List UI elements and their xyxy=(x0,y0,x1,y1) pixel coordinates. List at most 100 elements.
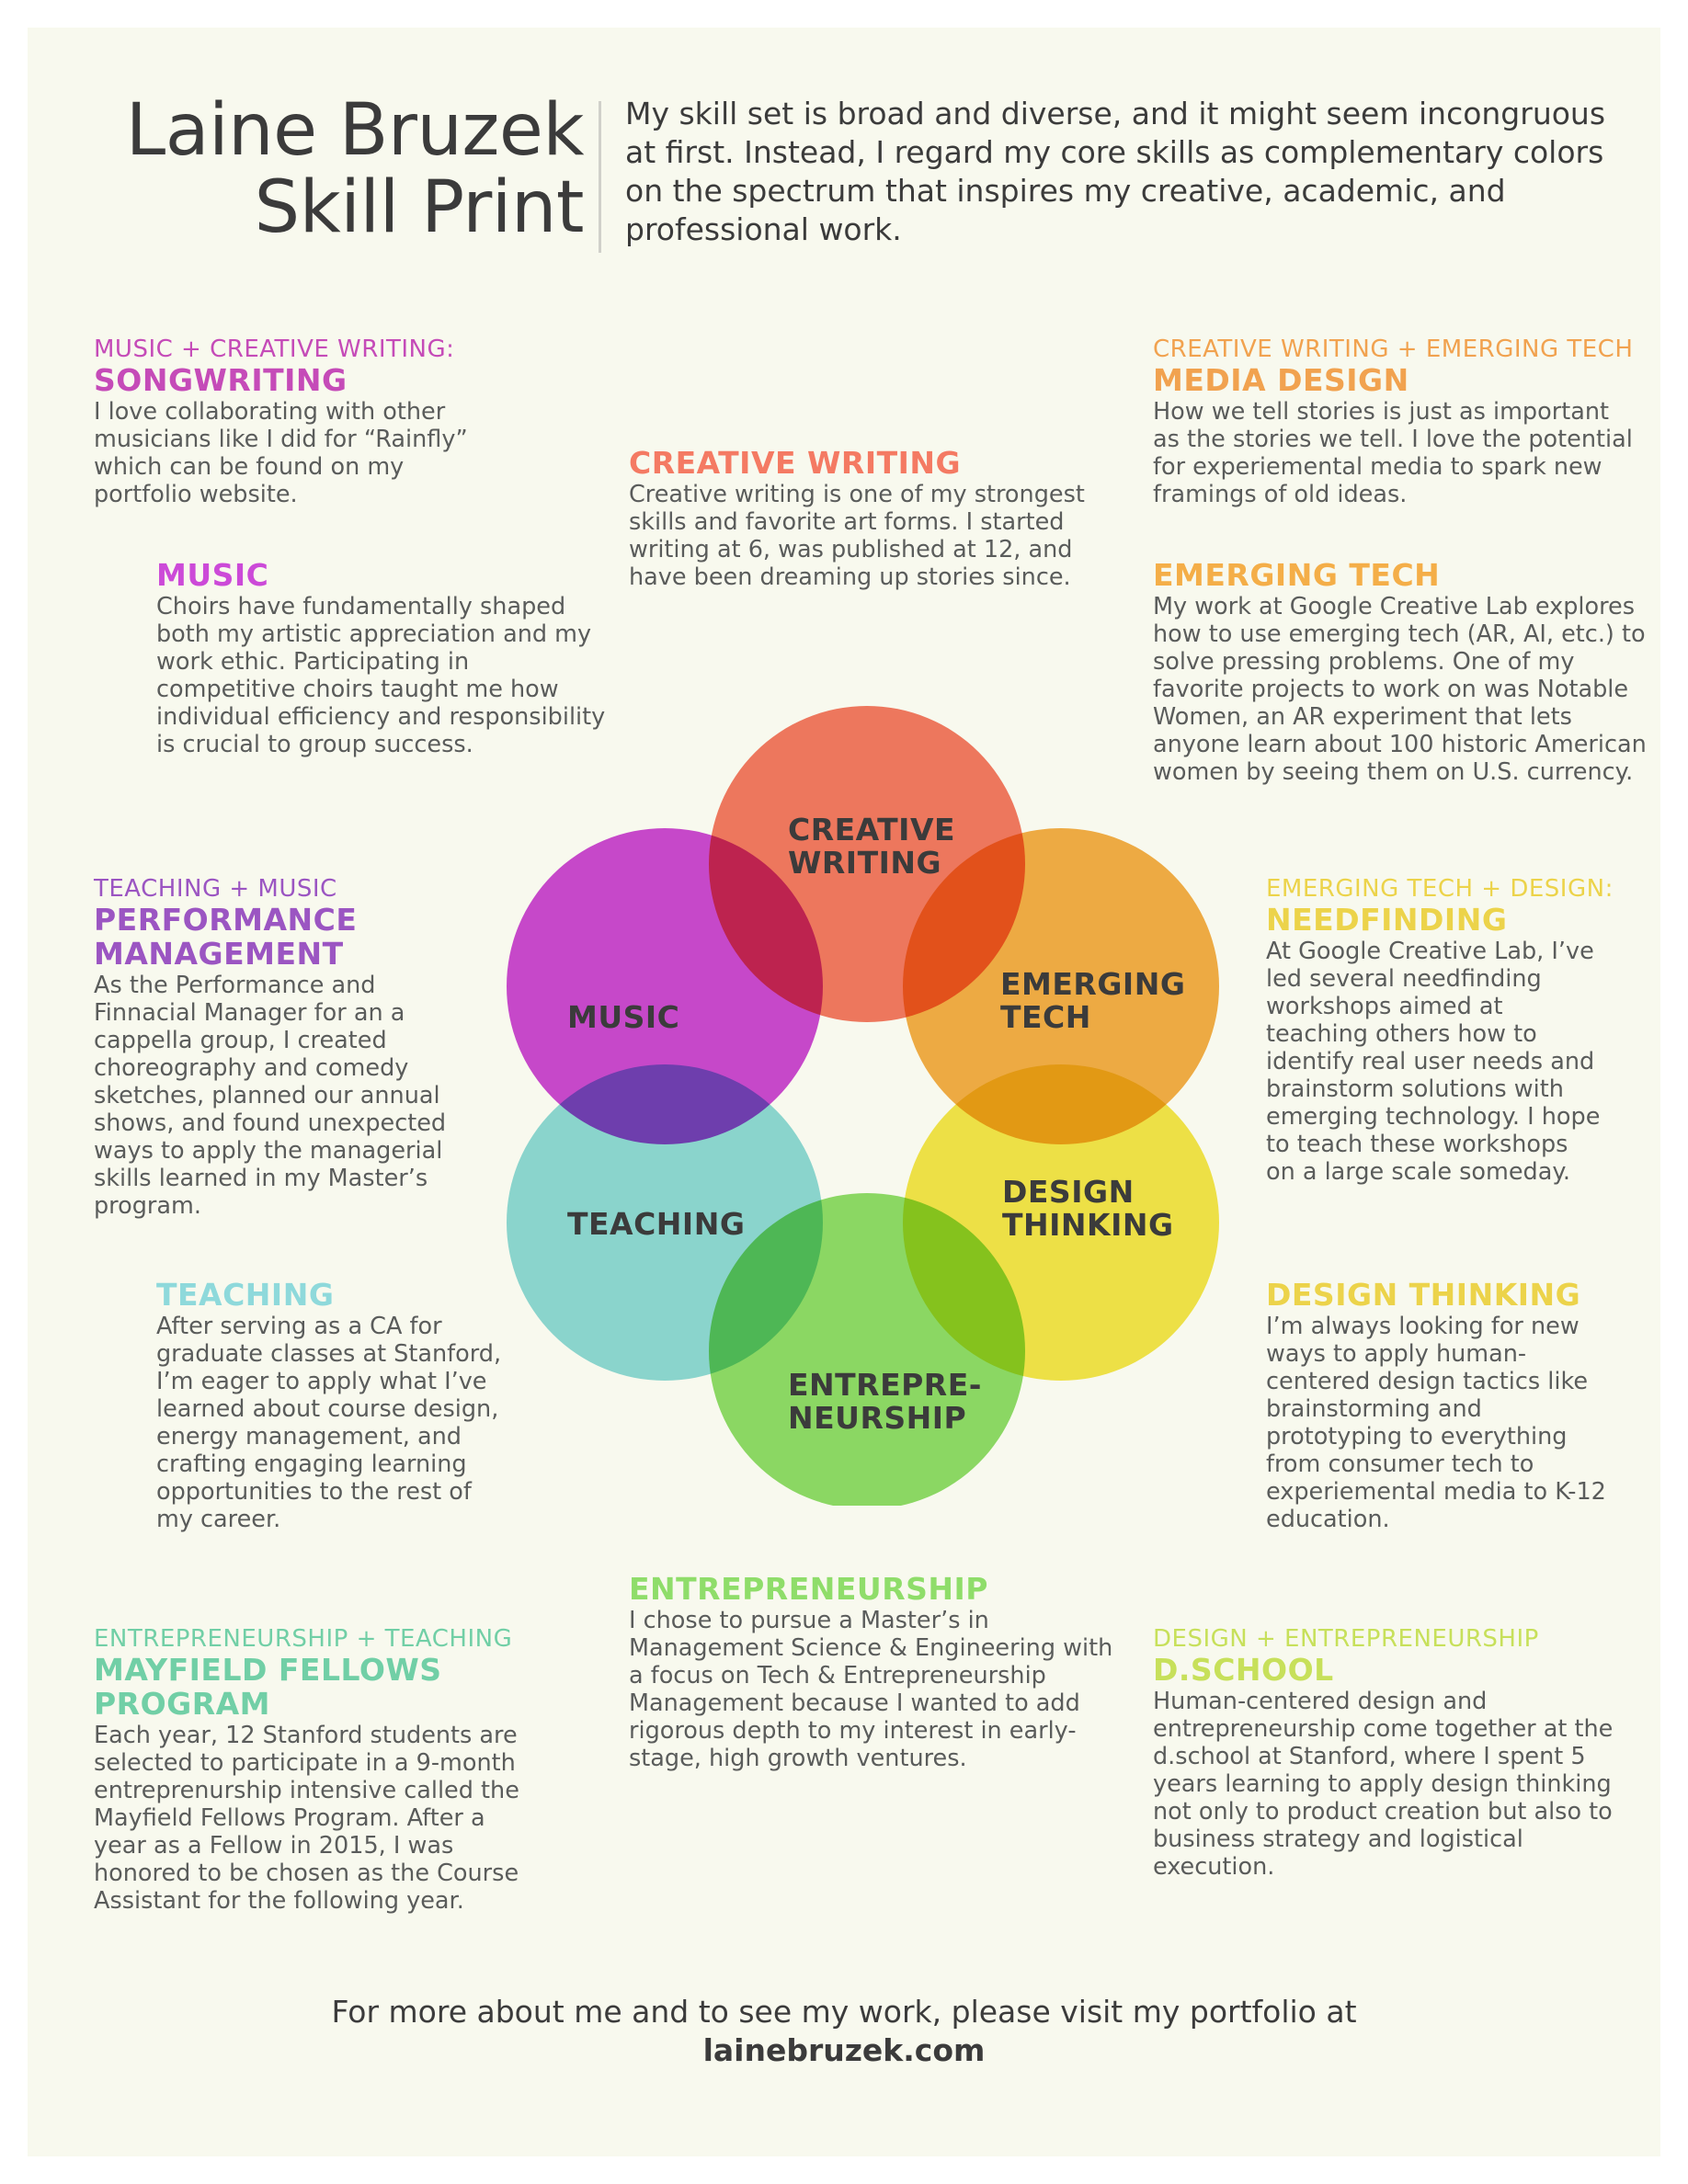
body-line: As the Performance and xyxy=(94,972,376,999)
body-line: My work at Google Creative Lab explores xyxy=(1153,593,1636,620)
section-body: I love collaborating with other musician… xyxy=(94,398,517,508)
design-thinking-section: DESIGN THINKING I’m always looking for n… xyxy=(1266,1278,1652,1533)
body-line: identify real user needs and xyxy=(1266,1048,1595,1075)
body-line: portfolio website. xyxy=(94,481,298,508)
section-title: D.SCHOOL xyxy=(1153,1652,1334,1688)
emerging-tech-label-2: TECH xyxy=(1000,999,1091,1035)
section-body: At Google Creative Lab, I’ve led several… xyxy=(1266,938,1652,1186)
title-line: PROGRAM xyxy=(94,1686,271,1722)
body-line: entreprenurship intensive called the xyxy=(94,1777,519,1804)
body-line: ways to apply the managerial xyxy=(94,1137,443,1165)
body-line: writing at 6, was published at 12, and xyxy=(629,536,1073,563)
section-kicker: TEACHING + MUSIC xyxy=(94,875,337,903)
body-line: to teach these workshops xyxy=(1266,1131,1568,1158)
emerging-tech-section: EMERGING TECH My work at Google Creative… xyxy=(1153,558,1649,786)
body-line: framings of old ideas. xyxy=(1153,481,1408,508)
needfinding-section: EMERGING TECH + DESIGN: NEEDFINDING At G… xyxy=(1266,875,1652,1186)
body-line: both my artistic appreciation and my xyxy=(156,620,592,648)
section-kicker: DESIGN + ENTREPRENEURSHIP xyxy=(1153,1625,1539,1653)
music-label: MUSIC xyxy=(567,999,679,1035)
body-line: execution. xyxy=(1153,1853,1275,1881)
section-title: SONGWRITING xyxy=(94,362,348,398)
section-title: ENTREPRENEURSHIP xyxy=(629,1571,988,1607)
songwriting-section: MUSIC + CREATIVE WRITING: SONGWRITING I … xyxy=(94,336,517,508)
section-body: Creative writing is one of my strongest … xyxy=(629,481,1107,591)
skill-print-page: Laine Bruzek Skill Print My skill set is… xyxy=(28,28,1660,2156)
footer-text: For more about me and to see my work, pl… xyxy=(331,1994,1357,2030)
body-line: graduate classes at Stanford, xyxy=(156,1340,502,1368)
portfolio-link[interactable]: lainebruzek.com xyxy=(702,2032,986,2068)
media-design-section: CREATIVE WRITING + EMERGING TECH MEDIA D… xyxy=(1153,336,1649,508)
teaching-section: TEACHING After serving as a CA for gradu… xyxy=(156,1278,542,1533)
body-line: as the stories we tell. I love the poten… xyxy=(1153,426,1633,453)
teaching-circle xyxy=(507,1064,823,1381)
body-line: shows, and found unexpected xyxy=(94,1109,447,1137)
section-body: My work at Google Creative Lab explores … xyxy=(1153,593,1649,786)
body-line: favorite projects to work on was Notable xyxy=(1153,676,1629,703)
body-line: teaching others how to xyxy=(1266,1020,1537,1048)
section-title: PERFORMANCE MANAGEMENT xyxy=(94,903,498,971)
body-line: education. xyxy=(1266,1506,1390,1533)
body-line: cappella group, I created xyxy=(94,1027,387,1054)
section-body: Each year, 12 Stanford students are sele… xyxy=(94,1722,535,1915)
body-line: led several needfinding xyxy=(1266,965,1542,993)
section-title: MAYFIELD FELLOWS PROGRAM xyxy=(94,1653,535,1721)
section-kicker: ENTREPRENEURSHIP + TEACHING xyxy=(94,1625,513,1653)
body-line: brainstorm solutions with xyxy=(1266,1075,1564,1103)
title-line: MAYFIELD FELLOWS xyxy=(94,1652,442,1688)
body-line: business strategy and logistical xyxy=(1153,1826,1523,1853)
title-divider xyxy=(599,101,601,253)
section-title: CREATIVE WRITING xyxy=(629,445,962,481)
footer: For more about me and to see my work, pl… xyxy=(28,1993,1660,2070)
body-line: I’m eager to apply what I’ve xyxy=(156,1368,487,1395)
venn-circles xyxy=(507,706,1219,1509)
body-line: years learning to apply design thinking xyxy=(1153,1770,1612,1798)
performance-management-section: TEACHING + MUSIC PERFORMANCE MANAGEMENT … xyxy=(94,875,498,1220)
body-line: a focus on Tech & Entrepreneurship xyxy=(629,1662,1046,1689)
body-line: entrepreneurship come together at the xyxy=(1153,1715,1614,1743)
body-line: program. xyxy=(94,1192,201,1220)
body-line: skills and favorite art forms. I started xyxy=(629,508,1065,536)
emerging-tech-label-1: EMERGING xyxy=(1000,966,1185,1002)
section-title: TEACHING xyxy=(156,1277,335,1313)
venn-svg: CREATIVE WRITING EMERGING TECH DESIGN TH… xyxy=(507,706,1219,1509)
body-line: experiemental media to K-12 xyxy=(1266,1478,1606,1506)
entrepreneurship-label-1: ENTREPRE- xyxy=(788,1367,982,1403)
title-name: Laine Bruzek xyxy=(125,89,585,172)
body-line: brainstorming and xyxy=(1266,1395,1482,1423)
body-line: individual efficiency and responsibility xyxy=(156,703,606,731)
section-body: After serving as a CA for graduate class… xyxy=(156,1313,542,1533)
body-line: stage, high growth ventures. xyxy=(629,1745,967,1772)
creative-writing-section: CREATIVE WRITING Creative writing is one… xyxy=(629,446,1107,591)
body-line: choreography and comedy xyxy=(94,1054,409,1082)
design-thinking-label-1: DESIGN xyxy=(1002,1174,1135,1210)
body-line: on a large scale someday. xyxy=(1266,1158,1570,1186)
section-body: As the Performance and Finnacial Manager… xyxy=(94,972,498,1220)
section-title: NEEDFINDING xyxy=(1266,902,1508,938)
body-line: d.school at Stanford, where I spent 5 xyxy=(1153,1743,1586,1770)
section-kicker: EMERGING TECH + DESIGN: xyxy=(1266,875,1614,903)
mayfield-fellows-section: ENTREPRENEURSHIP + TEACHING MAYFIELD FEL… xyxy=(94,1625,535,1915)
body-line: Human-centered design and xyxy=(1153,1688,1488,1715)
section-kicker: CREATIVE WRITING + EMERGING TECH xyxy=(1153,336,1634,363)
section-body: I’m always looking for new ways to apply… xyxy=(1266,1313,1652,1533)
body-line: Each year, 12 Stanford students are xyxy=(94,1722,518,1749)
body-line: Women, an AR experiment that lets xyxy=(1153,703,1572,731)
intro-paragraph: My skill set is broad and diverse, and i… xyxy=(625,96,1606,247)
section-body: How we tell stories is just as important… xyxy=(1153,398,1649,508)
body-line: After serving as a CA for xyxy=(156,1313,442,1340)
emerging-tech-circle xyxy=(903,828,1219,1144)
body-line: Management because I wanted to add xyxy=(629,1689,1080,1717)
body-line: women by seeing them on U.S. currency. xyxy=(1153,758,1634,786)
section-body: Human-centered design and entrepreneursh… xyxy=(1153,1688,1649,1881)
section-title: DESIGN THINKING xyxy=(1266,1277,1581,1313)
venn-labels: CREATIVE WRITING EMERGING TECH DESIGN TH… xyxy=(567,812,1185,1436)
body-line: energy management, and xyxy=(156,1423,462,1450)
body-line: I chose to pursue a Master’s in xyxy=(629,1607,989,1634)
body-line: centered design tactics like xyxy=(1266,1368,1589,1395)
title-line: MANAGEMENT xyxy=(94,936,344,972)
body-line: not only to product creation but also to xyxy=(1153,1798,1613,1826)
body-line: crafting engaging learning xyxy=(156,1450,467,1478)
body-line: opportunities to the rest of xyxy=(156,1478,472,1506)
music-section: MUSIC Choirs have fundamentally shaped b… xyxy=(156,558,616,758)
